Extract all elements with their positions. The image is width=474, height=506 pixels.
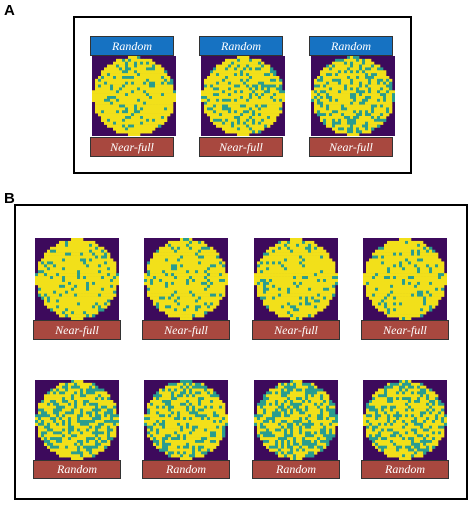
panel-b-top-pattern-2 <box>144 238 228 320</box>
panel-a-letter: A <box>4 2 15 19</box>
panel-a-top-label-3: Random <box>309 36 393 56</box>
tile-cells <box>35 238 119 320</box>
tile-cells <box>311 56 395 136</box>
panel-a-pattern-3 <box>311 56 395 136</box>
panel-b-bottom-pattern-2 <box>144 380 228 460</box>
tile-cells <box>35 380 119 460</box>
panel-b-bottom-label-2: Random <box>142 460 230 479</box>
tile-cells <box>92 56 176 136</box>
panel-a-top-label-1: Random <box>90 36 174 56</box>
panel-a-bottom-label-3: Near-full <box>309 137 393 157</box>
panel-b-top-label-1: Near-full <box>33 320 121 340</box>
tile-cells <box>144 238 228 320</box>
panel-b-top-pattern-3 <box>254 238 338 320</box>
panel-a-bottom-label-2: Near-full <box>199 137 283 157</box>
panel-b-letter: B <box>4 190 15 207</box>
panel-b-bottom-label-4: Random <box>361 460 449 479</box>
tile-cells <box>144 380 228 460</box>
panel-a-pattern-1 <box>92 56 176 136</box>
panel-a-top-label-2: Random <box>199 36 283 56</box>
panel-b-bottom-label-3: Random <box>252 460 340 479</box>
panel-b-top-label-4: Near-full <box>361 320 449 340</box>
panel-a-bottom-label-1: Near-full <box>90 137 174 157</box>
panel-b-bottom-label-1: Random <box>33 460 121 479</box>
panel-b-top-pattern-4 <box>363 238 447 320</box>
tile-cells <box>363 238 447 320</box>
tile-cells <box>254 380 338 460</box>
panel-b-top-label-3: Near-full <box>252 320 340 340</box>
panel-b-bottom-pattern-4 <box>363 380 447 460</box>
panel-b-bottom-pattern-3 <box>254 380 338 460</box>
tile-cells <box>254 238 338 320</box>
panel-a-pattern-2 <box>201 56 285 136</box>
panel-b-top-pattern-1 <box>35 238 119 320</box>
panel-a-frame <box>73 16 412 174</box>
tile-cells <box>201 56 285 136</box>
panel-b-bottom-pattern-1 <box>35 380 119 460</box>
panel-b-top-label-2: Near-full <box>142 320 230 340</box>
tile-cells <box>363 380 447 460</box>
panel-b-frame <box>14 204 468 500</box>
